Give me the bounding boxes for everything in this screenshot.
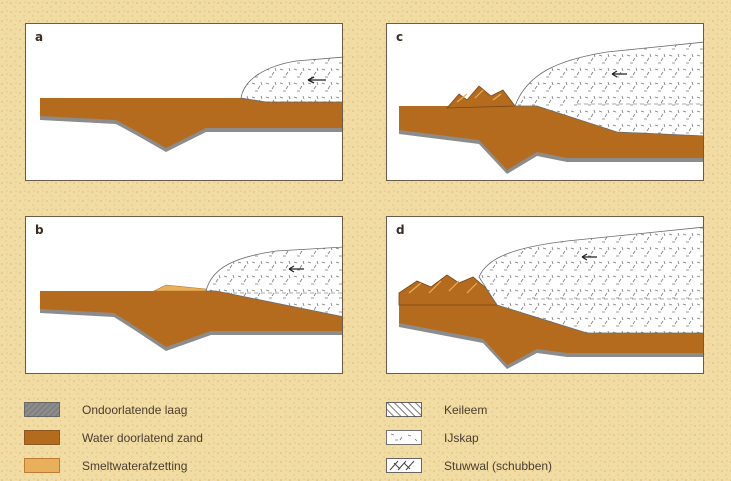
legend-label-impermeable-layer: Ondoorlatende laag	[82, 403, 187, 417]
panel-b: b	[25, 216, 343, 374]
cross-section-b	[26, 217, 343, 374]
permeable-sand-layer	[40, 98, 343, 148]
permeable-sand-swatch	[24, 430, 60, 445]
cross-section-d	[387, 217, 704, 374]
legend-label-boulder-clay: Keileem	[444, 403, 487, 417]
panel-a: a	[25, 23, 343, 181]
impermeable-layer-swatch	[24, 402, 60, 417]
push-moraine-folds	[447, 86, 515, 108]
ice-cap	[241, 57, 343, 102]
legend-label-permeable-sand: Water doorlatend zand	[82, 431, 203, 445]
panel-c: c	[386, 23, 704, 181]
boulder-clay-swatch	[386, 402, 422, 417]
meltwater-deposit-swatch	[24, 458, 60, 473]
panel-d: d	[386, 216, 704, 374]
legend-label-push-moraine: Stuwwal (schubben)	[444, 459, 552, 473]
ice-cap-swatch	[386, 430, 422, 445]
cross-section-a	[26, 24, 343, 181]
legend-label-ice-cap: IJskap	[444, 431, 479, 445]
push-moraine-swatch	[386, 458, 422, 473]
legend-label-meltwater-deposit: Smeltwaterafzetting	[82, 459, 187, 473]
cross-section-c	[387, 24, 704, 181]
